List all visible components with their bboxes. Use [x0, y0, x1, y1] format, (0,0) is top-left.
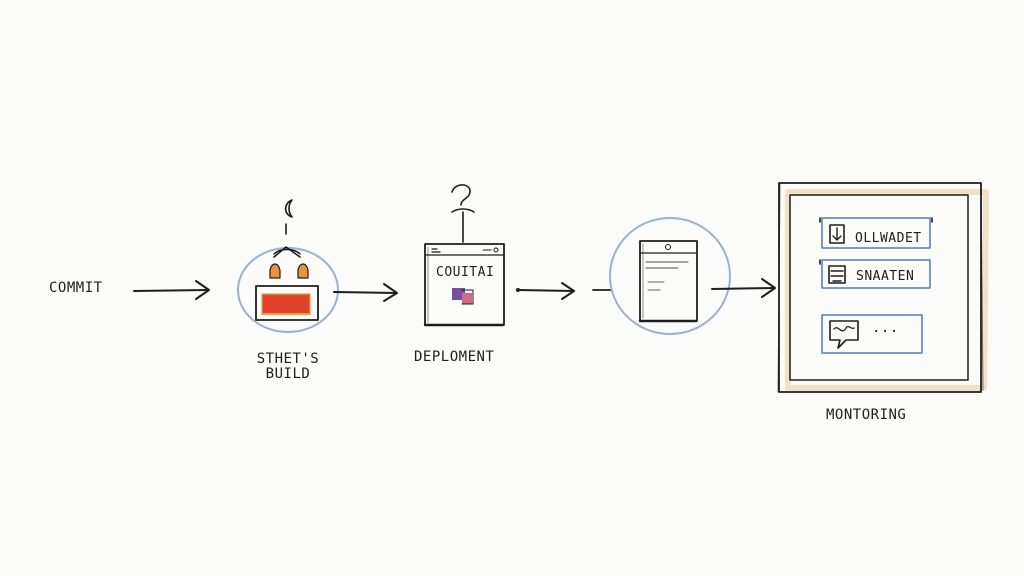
monitor-row-2-text: SNAATEN	[856, 269, 915, 284]
stack-icon	[828, 265, 846, 284]
arrow-deploy-to-verify	[516, 282, 575, 300]
monitor-inner-frame	[789, 194, 969, 381]
crescent-icon	[284, 199, 293, 218]
monitor-row-1-text: OLLWADET	[855, 231, 922, 246]
monitor-panel	[777, 182, 989, 393]
arrow-build-to-deploy	[333, 283, 398, 302]
deploy-window-title: COUITAI	[436, 265, 495, 280]
deploy-window	[424, 243, 505, 326]
build-stage	[237, 199, 339, 333]
chat-icon	[829, 320, 859, 349]
arrow-verify-to-monitor	[711, 278, 776, 298]
deploy-stage	[423, 184, 505, 327]
build-label-line2: BUILD	[265, 366, 311, 383]
deployment-label: DEPLOMENT	[414, 349, 495, 365]
question-icon	[451, 184, 471, 206]
lamp-left-icon	[269, 263, 281, 279]
arrow-commit-to-build	[133, 280, 210, 300]
monitoring-label: MONTORING	[826, 407, 907, 423]
commit-label: COMMIT	[49, 280, 103, 296]
build-box	[255, 285, 319, 321]
build-label: STHET'S BUILD	[248, 351, 328, 383]
download-icon	[829, 224, 845, 244]
lamp-right-icon	[297, 263, 309, 279]
monitor-row-3-text: ...	[872, 320, 899, 336]
verify-circle	[609, 217, 731, 335]
build-label-line1: STHET'S	[256, 351, 320, 367]
verify-stage	[609, 217, 731, 335]
